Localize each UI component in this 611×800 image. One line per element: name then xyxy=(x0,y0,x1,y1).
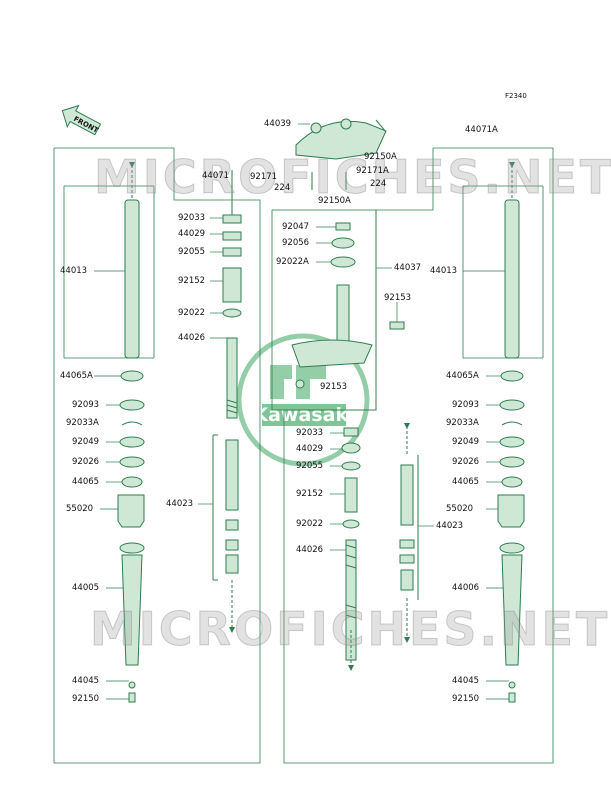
part-label[interactable]: 92047 xyxy=(282,222,310,232)
steering-parts xyxy=(291,118,405,389)
part-label[interactable]: 92033A xyxy=(66,418,99,428)
part-label[interactable]: 44005 xyxy=(72,583,100,593)
part-label[interactable]: 44045 xyxy=(72,676,100,686)
part-label[interactable]: 92026 xyxy=(452,457,480,467)
part-label[interactable]: 92150 xyxy=(452,694,480,704)
part-label[interactable]: 92033 xyxy=(178,213,206,223)
part-label[interactable]: 92153 xyxy=(384,293,412,303)
left-inner-tube xyxy=(124,199,140,359)
part-label[interactable]: 44006 xyxy=(452,583,480,593)
part-label[interactable]: 92150 xyxy=(72,694,100,704)
lower-bracket xyxy=(291,339,373,368)
part-label[interactable]: 44065A xyxy=(446,371,479,381)
part-label[interactable]: 92152 xyxy=(296,489,324,499)
part-label[interactable]: 92150A xyxy=(364,152,397,162)
right-inner-tube xyxy=(504,199,520,359)
part-label[interactable]: 44065A xyxy=(60,371,93,381)
part-label[interactable]: 92153 xyxy=(320,382,348,392)
part-label[interactable]: 92093 xyxy=(72,400,100,410)
part-label[interactable]: 44026 xyxy=(178,333,206,343)
part-label[interactable]: 224 xyxy=(370,179,387,189)
part-label[interactable]: 92171 xyxy=(250,172,278,182)
part-label[interactable]: 55020 xyxy=(66,504,94,514)
part-label[interactable]: 44065 xyxy=(452,477,480,487)
part-label[interactable]: 44071 xyxy=(202,171,230,181)
watermark-bottom: MICROFICHES.NET xyxy=(89,602,611,657)
left-assembly-outline xyxy=(53,147,261,764)
part-label[interactable]: 92171A xyxy=(356,166,389,176)
part-label[interactable]: 92049 xyxy=(72,437,100,447)
part-label[interactable]: 55020 xyxy=(446,504,474,514)
right-outer-tube xyxy=(501,554,523,666)
part-label[interactable]: 44029 xyxy=(178,229,206,239)
right-fork-parts xyxy=(497,162,525,703)
assembly-outlines xyxy=(53,147,554,764)
part-label[interactable]: 44045 xyxy=(452,676,480,686)
part-label[interactable]: 44071A xyxy=(465,125,498,135)
part-label[interactable]: 44029 xyxy=(296,444,324,454)
part-label[interactable]: 92150A xyxy=(318,196,351,206)
part-label[interactable]: 44023 xyxy=(436,521,464,531)
part-label[interactable]: 92033 xyxy=(296,428,324,438)
part-label[interactable]: 92022A xyxy=(276,257,309,267)
part-label[interactable]: 92056 xyxy=(282,238,310,248)
diagram-ref: F2340 xyxy=(505,92,527,100)
front-arrow-icon: FRONT xyxy=(61,104,102,136)
part-label[interactable]: 44013 xyxy=(60,266,88,276)
part-label[interactable]: 44065 xyxy=(72,477,100,487)
part-label[interactable]: 92049 xyxy=(452,437,480,447)
part-label[interactable]: 44013 xyxy=(430,266,458,276)
part-label[interactable]: 92022 xyxy=(296,519,324,529)
part-label[interactable]: 92026 xyxy=(72,457,100,467)
left-fork-parts xyxy=(117,162,242,703)
part-label[interactable]: 92055 xyxy=(178,247,206,257)
kawasaki-logo: Kawasaki xyxy=(236,333,370,467)
logo-text: Kawasaki xyxy=(253,404,354,426)
part-label[interactable]: 92055 xyxy=(296,461,324,471)
leader-lines xyxy=(94,123,509,700)
part-label[interactable]: 224 xyxy=(274,183,291,193)
part-label[interactable]: 44026 xyxy=(296,545,324,555)
left-outer-tube xyxy=(121,554,143,666)
part-label[interactable]: 92152 xyxy=(178,276,206,286)
part-label[interactable]: 44039 xyxy=(264,119,292,129)
watermark-top: MICROFICHES.NET xyxy=(93,150,611,205)
part-label[interactable]: 92022 xyxy=(178,308,206,318)
right-dust-guard xyxy=(497,494,525,528)
part-label[interactable]: 92033A xyxy=(446,418,479,428)
part-label[interactable]: 44037 xyxy=(394,263,422,273)
part-label[interactable]: 92093 xyxy=(452,400,480,410)
center-assembly-outline xyxy=(271,209,377,411)
part-label[interactable]: 44023 xyxy=(166,499,194,509)
left-dust-guard xyxy=(117,494,145,528)
